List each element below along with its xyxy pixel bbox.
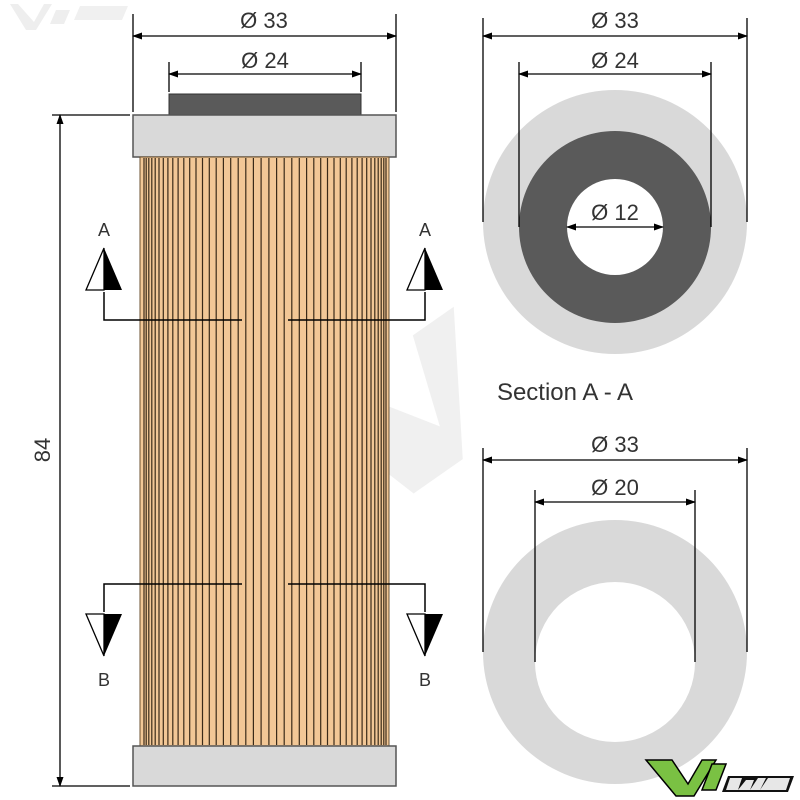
bottom-end-cap xyxy=(132,745,397,787)
section-marker-a-right: A xyxy=(419,220,431,240)
dim-height: 84 xyxy=(30,438,55,462)
watermark xyxy=(306,306,463,494)
pleat-lines xyxy=(143,158,387,745)
dim-top-inner: Ø 24 xyxy=(241,48,289,73)
dim-bottom-inner: Ø 20 xyxy=(591,475,639,500)
section-marker-a-left: A xyxy=(98,220,110,240)
dim-top-outer: Ø 33 xyxy=(240,8,288,33)
section-cut-b: B B xyxy=(85,583,443,690)
section-title: Section A - A xyxy=(497,379,633,406)
section-marker-b-right: B xyxy=(419,670,431,690)
dim-section-outer: Ø 33 xyxy=(591,8,639,33)
corner-watermark-logo xyxy=(10,4,128,30)
dim-section-hole: Ø 12 xyxy=(591,200,639,225)
section-cut-a: A A xyxy=(85,220,443,321)
top-seal xyxy=(168,93,362,117)
pleated-filter-body xyxy=(139,156,390,747)
dim-bottom-outer: Ø 33 xyxy=(591,432,639,457)
section-marker-b-left: B xyxy=(98,670,110,690)
dim-section-mid: Ø 24 xyxy=(591,48,639,73)
top-end-cap xyxy=(132,114,397,158)
bottom-center-hole xyxy=(535,582,695,742)
v1mx-logo xyxy=(644,759,794,797)
